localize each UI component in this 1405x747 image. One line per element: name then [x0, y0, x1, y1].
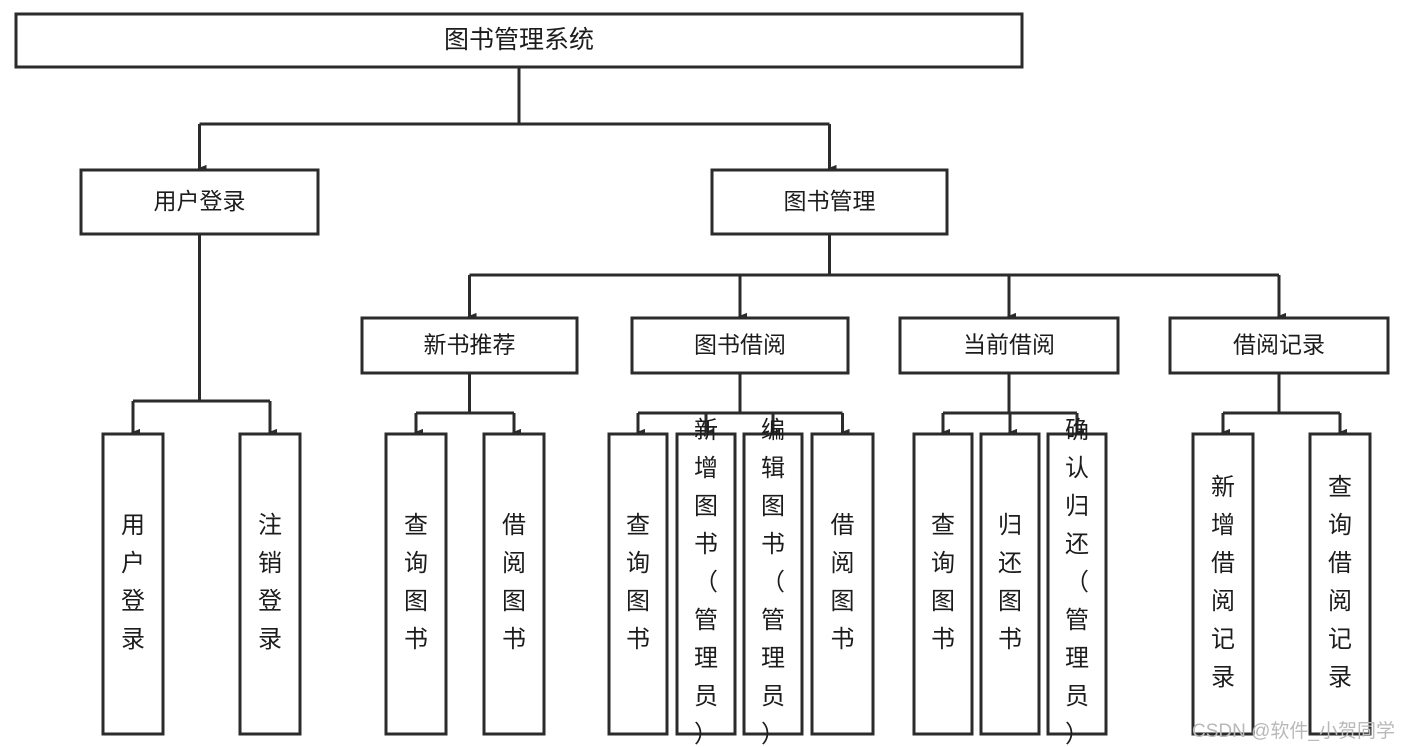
node-current-borrow[interactable]: 当前借阅 — [898, 316, 1120, 375]
nodes-layer: 图书管理系统用户登录图书管理新书推荐图书借阅当前借阅借阅记录用户登录注销登录查询… — [14, 12, 1390, 747]
node-leaf-query-book-3[interactable]: 查询图书 — [912, 432, 974, 736]
node-leaf-add-book[interactable]: 新增图书（管理员） — [675, 417, 737, 747]
node-leaf-logout[interactable]: 注销登录 — [238, 432, 302, 736]
node-leaf-edit-book[interactable]: 编辑图书（管理员） — [742, 417, 804, 747]
node-borrow-record[interactable]: 借阅记录 — [1168, 316, 1390, 375]
node-label: 当前借阅 — [963, 332, 1055, 358]
node-label: 确认归还（管理员） — [1065, 417, 1089, 747]
node-leaf-query-book-1[interactable]: 查询图书 — [384, 432, 448, 736]
node-label: 用户登录 — [154, 188, 246, 214]
node-label: 查询图书 — [626, 512, 650, 653]
node-book-manage[interactable]: 图书管理 — [710, 168, 949, 236]
node-label: 借阅图书 — [502, 512, 526, 653]
node-label: 新增图书（管理员） — [694, 417, 718, 747]
node-book-borrow[interactable]: 图书借阅 — [630, 316, 850, 375]
node-leaf-confirm-return[interactable]: 确认归还（管理员） — [1046, 417, 1108, 747]
node-leaf-query-book-2[interactable]: 查询图书 — [607, 432, 669, 736]
node-leaf-user-login[interactable]: 用户登录 — [101, 432, 165, 736]
node-label: 归还图书 — [998, 512, 1022, 653]
node-label: 编辑图书（管理员） — [761, 417, 785, 747]
edges-layer — [133, 67, 1340, 433]
node-leaf-add-record[interactable]: 新增借阅记录 — [1191, 432, 1255, 736]
node-leaf-query-record[interactable]: 查询借阅记录 — [1308, 432, 1372, 736]
node-label: 查询图书 — [931, 512, 955, 653]
node-label: 新增借阅记录 — [1211, 474, 1235, 691]
node-label: 用户登录 — [121, 512, 145, 653]
node-label: 查询图书 — [404, 512, 428, 653]
node-label: 借阅记录 — [1233, 332, 1325, 358]
node-label: 图书借阅 — [694, 332, 786, 358]
node-leaf-return-book[interactable]: 归还图书 — [979, 432, 1041, 736]
watermark-text: CSDN @软件_小贺同学 — [1192, 721, 1395, 742]
node-user-login[interactable]: 用户登录 — [79, 168, 320, 236]
node-label: 借阅图书 — [831, 512, 855, 653]
node-leaf-borrow-book-2[interactable]: 借阅图书 — [810, 432, 875, 736]
node-label: 查询借阅记录 — [1328, 474, 1352, 691]
node-label: 新书推荐 — [424, 332, 516, 358]
node-label: 图书管理 — [784, 188, 876, 214]
node-root-root[interactable]: 图书管理系统 — [14, 12, 1024, 69]
node-label: 图书管理系统 — [444, 26, 594, 54]
node-label: 注销登录 — [258, 512, 282, 653]
node-new-book-recommend[interactable]: 新书推荐 — [360, 316, 579, 375]
node-leaf-borrow-book-1[interactable]: 借阅图书 — [482, 432, 546, 736]
